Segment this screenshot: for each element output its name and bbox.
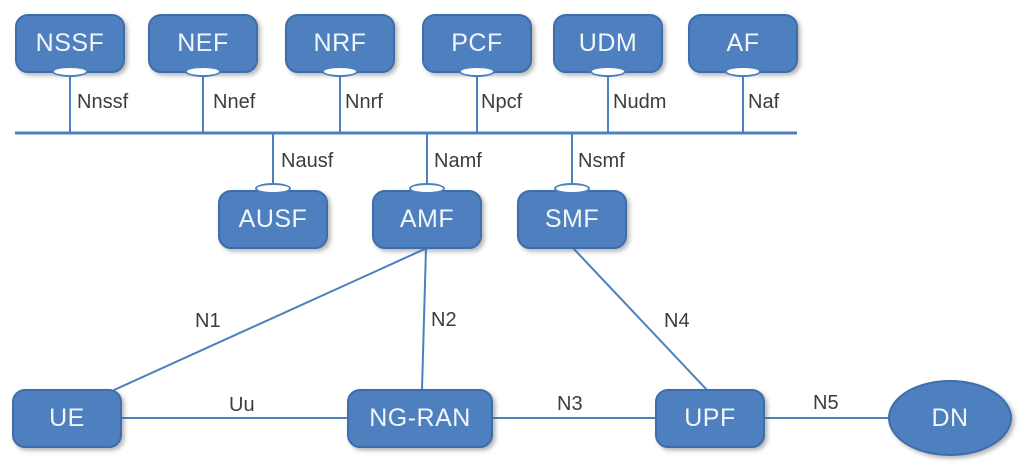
label-nsmf: Nsmf	[578, 150, 625, 172]
label-naf: Naf	[748, 91, 780, 113]
port-nssf-icon	[52, 66, 88, 77]
node-ausf: AUSF	[218, 190, 328, 249]
node-label: UE	[49, 404, 85, 432]
label-n3: N3	[557, 393, 583, 415]
node-udm: UDM	[553, 14, 663, 73]
node-label: NG-RAN	[369, 404, 471, 432]
node-label: PCF	[451, 29, 503, 57]
label-nudm: Nudm	[613, 91, 667, 113]
node-nssf: NSSF	[15, 14, 125, 73]
label-n4: N4	[664, 310, 690, 332]
port-amf-icon	[409, 183, 445, 194]
port-nef-icon	[185, 66, 221, 77]
label-npcf: Npcf	[481, 91, 523, 113]
label-n1: N1	[195, 310, 221, 332]
label-namf: Namf	[434, 150, 482, 172]
node-ngran: NG-RAN	[347, 389, 493, 448]
node-label: AUSF	[238, 205, 308, 233]
node-label: AF	[726, 29, 760, 57]
node-amf: AMF	[372, 190, 482, 249]
edge-n2	[421, 247, 427, 391]
edge-n4	[572, 247, 708, 391]
label-uu: Uu	[229, 394, 255, 416]
node-label: NEF	[177, 29, 229, 57]
port-udm-icon	[590, 66, 626, 77]
label-nausf: Nausf	[281, 150, 334, 172]
node-nrf: NRF	[285, 14, 395, 73]
node-label: NSSF	[35, 29, 105, 57]
label-nnef: Nnef	[213, 91, 256, 113]
node-smf: SMF	[517, 190, 627, 249]
label-nnssf: Nnssf	[77, 91, 129, 113]
node-label: SMF	[544, 205, 600, 233]
label-nnrf: Nnrf	[345, 91, 383, 113]
port-pcf-icon	[459, 66, 495, 77]
node-label: NRF	[313, 29, 367, 57]
node-ue: UE	[12, 389, 122, 448]
node-nef: NEF	[148, 14, 258, 73]
node-pcf: PCF	[422, 14, 532, 73]
label-n2: N2	[431, 309, 457, 331]
label-n5: N5	[813, 392, 839, 414]
port-smf-icon	[554, 183, 590, 194]
port-ausf-icon	[255, 183, 291, 194]
node-label: UDM	[578, 29, 638, 57]
node-label: UPF	[684, 404, 736, 432]
node-af: AF	[688, 14, 798, 73]
node-upf: UPF	[655, 389, 765, 448]
port-nrf-icon	[322, 66, 358, 77]
edge-n1	[113, 247, 428, 391]
node-label: DN	[931, 403, 969, 432]
port-af-icon	[725, 66, 761, 77]
node-label: AMF	[399, 205, 455, 233]
node-dn: DN	[888, 380, 1012, 456]
